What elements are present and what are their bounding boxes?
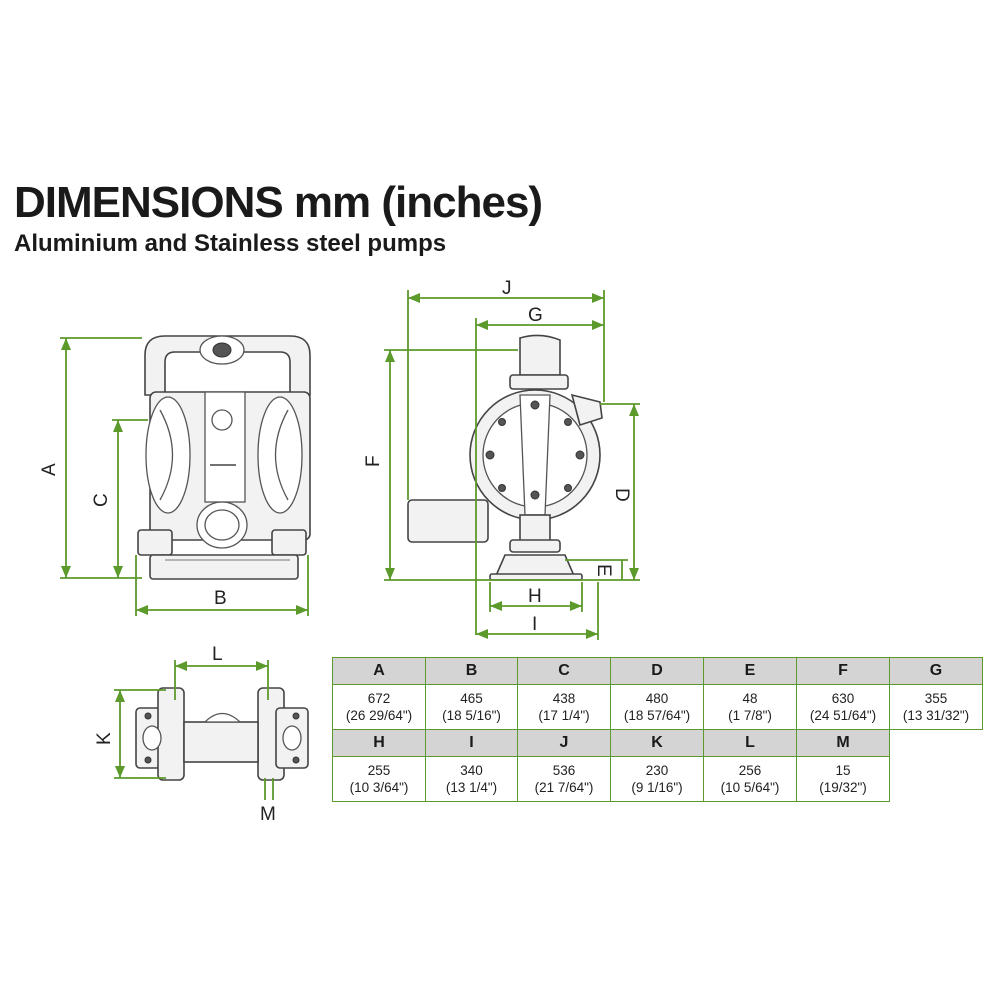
- label-k: K: [94, 732, 115, 745]
- label-a: A: [39, 463, 60, 476]
- value-h: 255(10 3/64"): [332, 756, 426, 802]
- label-f: F: [363, 455, 384, 467]
- header-f: F: [796, 657, 890, 685]
- label-g: G: [528, 305, 543, 326]
- value-m: 15(19/32"): [796, 756, 890, 802]
- header-l: L: [703, 729, 797, 757]
- table-value-row-2: 255(10 3/64") 340(13 1/4") 536(21 7/64")…: [332, 756, 983, 802]
- header-k: K: [610, 729, 704, 757]
- value-l: 256(10 5/64"): [703, 756, 797, 802]
- label-i: I: [532, 614, 537, 635]
- side-view-dimensions: [384, 290, 640, 640]
- table-header-row-2: H I J K L M: [332, 729, 983, 757]
- header-a: A: [332, 657, 426, 685]
- side-view-pump: [407, 334, 603, 581]
- header-h: H: [332, 729, 426, 757]
- header-e: E: [703, 657, 797, 685]
- header-i: I: [425, 729, 518, 757]
- empty-cell: [890, 757, 983, 802]
- label-l: L: [212, 644, 223, 665]
- value-g: 355(13 31/32"): [889, 684, 983, 730]
- value-i: 340(13 1/4"): [425, 756, 518, 802]
- page-subtitle: Aluminium and Stainless steel pumps: [14, 230, 447, 257]
- label-m: M: [260, 804, 276, 825]
- value-d: 480(18 57/64"): [610, 684, 704, 730]
- header-c: C: [517, 657, 611, 685]
- page-title: DIMENSIONS mm (inches): [14, 178, 543, 227]
- header-g: G: [889, 657, 983, 685]
- header-b: B: [425, 657, 518, 685]
- value-b: 465(18 5/16"): [425, 684, 518, 730]
- empty-cell: [890, 730, 983, 757]
- label-j: J: [502, 278, 512, 299]
- value-f: 630(24 51/64"): [796, 684, 890, 730]
- top-view-dimensions: [114, 660, 274, 800]
- front-view-dimensions: [60, 337, 309, 616]
- table-header-row-1: A B C D E F G: [332, 657, 983, 685]
- value-c: 438(17 1/4"): [517, 684, 611, 730]
- label-b: B: [214, 588, 227, 609]
- value-e: 48(1 7/8"): [703, 684, 797, 730]
- label-e: E: [593, 564, 614, 577]
- label-h: H: [528, 586, 542, 607]
- header-d: D: [610, 657, 704, 685]
- header-m: M: [796, 729, 890, 757]
- value-k: 230(9 1/16"): [610, 756, 704, 802]
- table-value-row-1: 672(26 29/64") 465(18 5/16") 438(17 1/4"…: [332, 684, 983, 730]
- header-j: J: [517, 729, 611, 757]
- value-j: 536(21 7/64"): [517, 756, 611, 802]
- dimensions-table: A B C D E F G 672(26 29/64") 465(18 5/16…: [332, 657, 983, 802]
- label-d: D: [611, 488, 632, 502]
- value-a: 672(26 29/64"): [332, 684, 426, 730]
- top-view-pump: [135, 687, 309, 781]
- front-view-pump: [137, 335, 311, 580]
- label-c: C: [91, 493, 112, 507]
